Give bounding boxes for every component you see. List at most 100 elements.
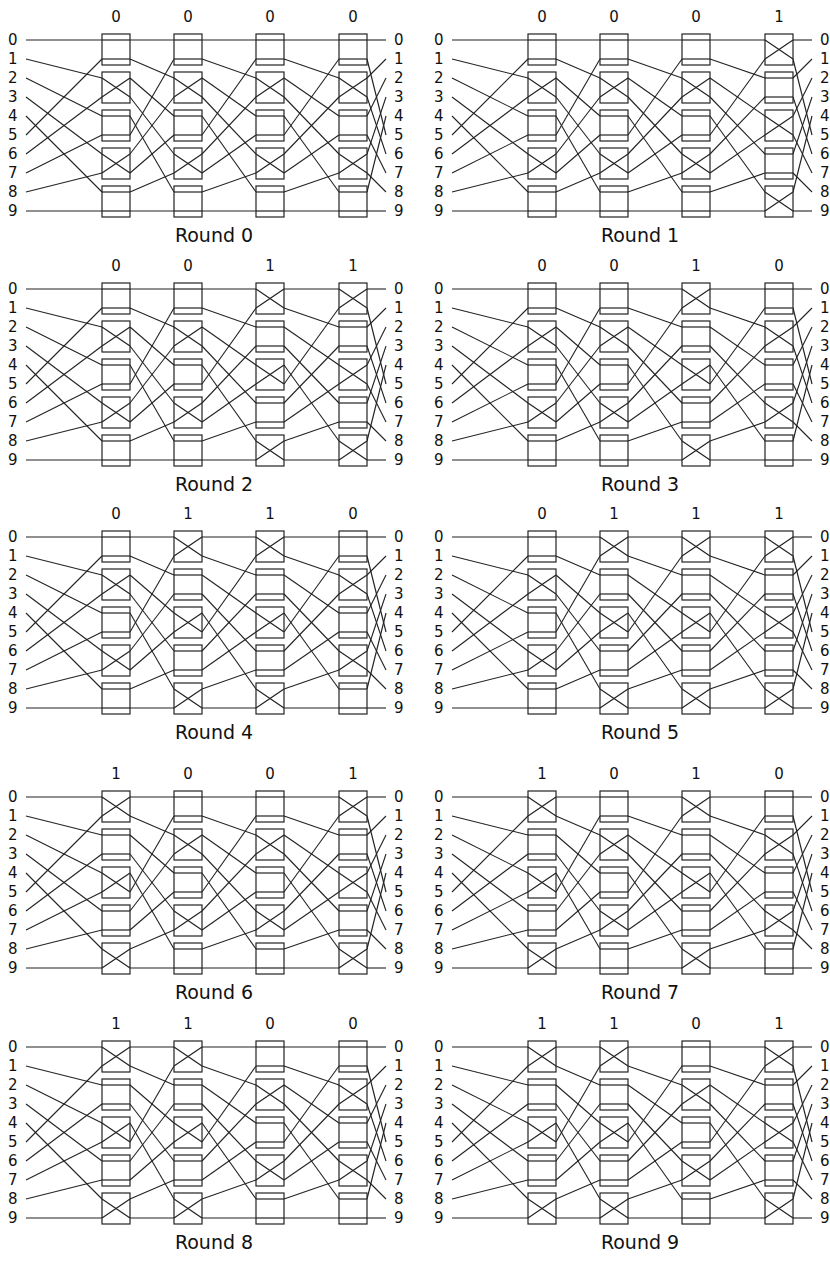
output-port-number: 6 [820, 902, 830, 920]
round-caption: Round 3 [601, 473, 679, 495]
switch-box [528, 1041, 556, 1072]
switch-outline [528, 905, 556, 936]
input-port-number: 7 [434, 921, 444, 939]
cross-state [102, 403, 130, 422]
bar-state [528, 210, 556, 211]
cross-state [102, 797, 130, 816]
wire [452, 365, 528, 441]
switch-box [339, 683, 367, 714]
bar-state [102, 288, 130, 289]
wire [202, 1142, 256, 1180]
wire [202, 173, 256, 192]
input-port-number: 3 [8, 845, 18, 863]
cross-state [174, 327, 202, 346]
bar-state [528, 191, 556, 192]
switch-outline [765, 531, 793, 562]
wire [130, 854, 174, 911]
switch-outline [682, 943, 710, 974]
cross-state [102, 327, 130, 346]
output-port-number: 0 [820, 280, 830, 298]
switch-outline [682, 791, 710, 822]
switch-box [102, 359, 130, 390]
switch-box [174, 829, 202, 860]
output-port-number: 9 [820, 202, 830, 220]
switch-box [600, 867, 628, 898]
wire [710, 210, 765, 211]
wire [130, 632, 174, 670]
switch-outline [600, 943, 628, 974]
input-port-number: 4 [434, 1114, 444, 1132]
wire [26, 346, 102, 403]
switch-outline [339, 829, 367, 860]
input-port-number: 2 [8, 69, 18, 87]
cross-state [339, 441, 367, 460]
wire [202, 594, 256, 651]
cross-state [174, 78, 202, 97]
cross-state [765, 116, 793, 135]
wire [202, 854, 256, 911]
wire [628, 816, 682, 835]
input-port-number: 8 [8, 940, 18, 958]
input-port-number: 7 [434, 1171, 444, 1189]
switch-box [682, 569, 710, 600]
switch-box [600, 283, 628, 314]
output-port-number: 3 [820, 585, 830, 603]
input-port-number: 7 [434, 413, 444, 431]
output-port-number: 2 [820, 318, 830, 336]
wire [26, 873, 102, 949]
output-port-number: 5 [820, 1133, 830, 1151]
cross-state [765, 537, 793, 556]
cross-state [600, 1047, 628, 1066]
input-port-number: 9 [8, 1209, 18, 1227]
switch-box [256, 791, 284, 822]
output-port-number: 8 [820, 183, 830, 201]
switch-outline [256, 531, 284, 562]
output-port-number: 6 [394, 145, 404, 163]
bar-state [765, 967, 793, 968]
input-port-number: 9 [434, 1209, 444, 1227]
input-port-number: 9 [434, 1209, 444, 1227]
cross-state [682, 689, 710, 708]
switch-outline [765, 569, 793, 600]
bar-state [339, 707, 367, 708]
output-port-number: 2 [820, 566, 830, 584]
switch-outline [102, 607, 130, 638]
bar-state [600, 650, 628, 651]
switch-outline [528, 1041, 556, 1072]
switch-outline [339, 645, 367, 676]
switch-outline [102, 359, 130, 390]
output-port-number: 6 [394, 145, 404, 163]
switch-outline [682, 321, 710, 352]
switch-outline [600, 359, 628, 390]
wire [452, 1066, 528, 1142]
bar-state [174, 115, 202, 116]
wire [710, 632, 765, 670]
switch-outline [765, 34, 793, 65]
wire [452, 116, 528, 192]
switch-box [256, 148, 284, 179]
switch-outline [528, 531, 556, 562]
output-port-number: 6 [394, 1152, 404, 1170]
input-port-number: 9 [434, 202, 444, 220]
switch-outline [682, 34, 710, 65]
wire [130, 365, 174, 441]
input-port-number: 0 [8, 528, 18, 546]
switch-outline [102, 397, 130, 428]
input-port-number: 2 [8, 566, 18, 584]
wire [710, 594, 765, 651]
wire [284, 1104, 339, 1161]
cross-state [256, 1085, 284, 1104]
wire [130, 116, 174, 192]
wire [26, 892, 102, 930]
bar-state [174, 650, 202, 651]
wire [556, 1046, 600, 1047]
wire [130, 854, 174, 911]
wire [793, 1217, 812, 1218]
output-port-number: 7 [394, 921, 404, 939]
control-bit: 1 [537, 1015, 547, 1033]
control-bit: 0 [348, 8, 358, 26]
wire [284, 594, 339, 651]
control-bit: 0 [609, 765, 619, 783]
wire [202, 556, 256, 575]
cross-state [102, 575, 130, 594]
